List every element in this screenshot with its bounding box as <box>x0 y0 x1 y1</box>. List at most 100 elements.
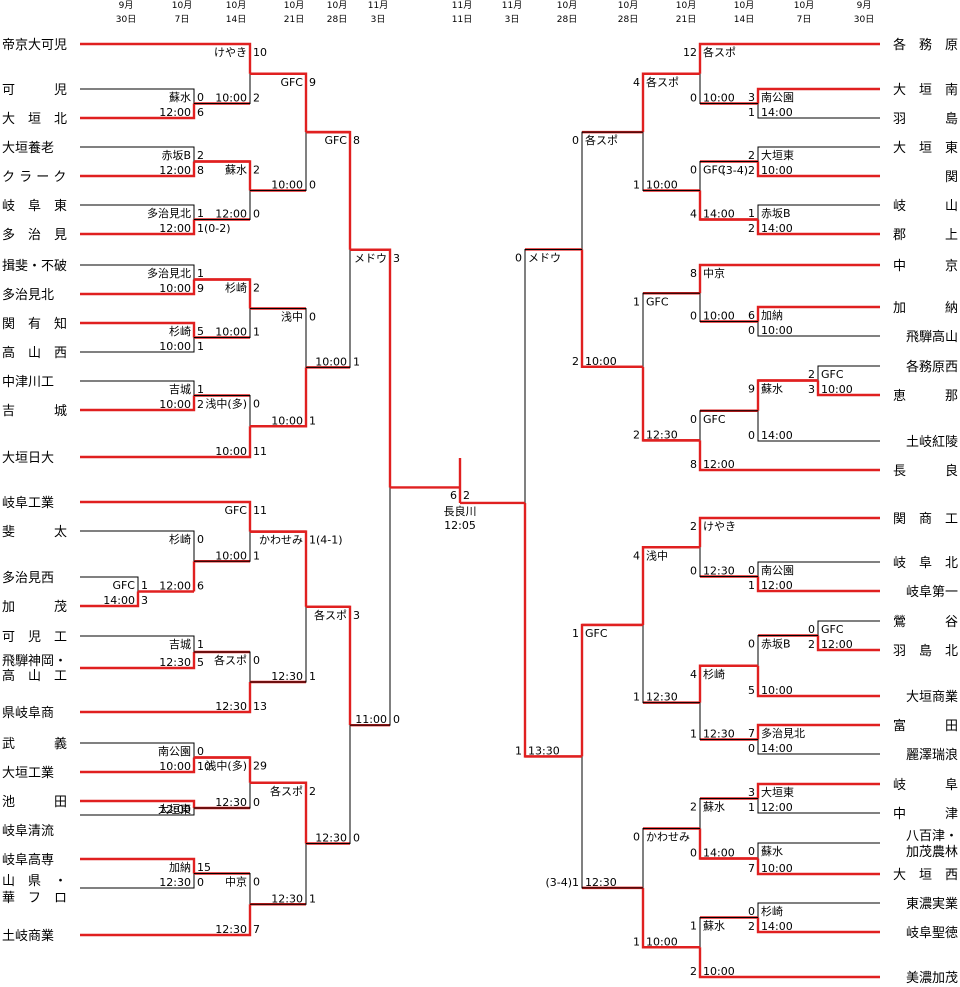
time-R11: 14:00 <box>761 429 793 442</box>
time-L1: 12:00 <box>159 106 191 119</box>
score-L26-bottom: 0 <box>353 832 360 845</box>
left-team-3: 大垣養老 <box>2 140 54 156</box>
left-team-28: 華 フ ロ <box>2 891 67 906</box>
branch-L2-top <box>80 42 252 74</box>
right-team-2: 羽 島 <box>893 112 958 127</box>
score-R20-bottom: 1 <box>633 691 640 704</box>
time-R21: 12:00 <box>761 801 793 814</box>
branch-L27-bottom <box>350 487 391 726</box>
branch-L4-top <box>80 204 195 220</box>
right-team-13: 長 良 <box>893 463 958 479</box>
branch-R14-bottom <box>699 547 758 577</box>
branch-L15-top <box>80 530 195 562</box>
time-L24: 12:30 <box>215 923 247 936</box>
branch-R8-bottom <box>699 293 758 322</box>
branch-R13-bottom <box>641 366 700 442</box>
date-header-right-4-month: 10月 <box>734 0 754 11</box>
date-header-center-0-day: 11日 <box>452 14 472 25</box>
venue-L12: 浅中 <box>281 311 303 324</box>
time-L13: 10:00 <box>315 355 347 368</box>
right-team-14: 関 商 工 <box>893 512 958 527</box>
venue-L3: 赤坂B <box>161 149 191 162</box>
score-R7-bottom: 2 <box>572 355 579 368</box>
left-team-18: 可 児 工 <box>2 630 67 645</box>
left-team-2: 大 垣 北 <box>2 112 67 127</box>
time-R17: 10:00 <box>761 684 793 697</box>
score-R10-top: 2 <box>808 368 815 381</box>
score-L22-bottom: 0 <box>253 796 260 809</box>
branch-R2-bottom <box>757 103 880 119</box>
time-L17: 12:30 <box>159 656 191 669</box>
right-team-24: 八百津・ <box>906 829 958 844</box>
right-team-18: 羽 島 北 <box>893 644 958 659</box>
venue-L14: GFC <box>112 579 135 592</box>
score-L8-top: 5 <box>197 325 204 338</box>
score-L26-top: 3 <box>353 609 360 622</box>
left-team-15: 斐 太 <box>2 525 67 540</box>
score-R26-top: 0 <box>633 831 640 844</box>
date-header-right-5-month: 10月 <box>794 0 814 11</box>
branch-L4-bottom <box>80 219 196 236</box>
venue-R24: 杉崎 <box>761 904 783 918</box>
branch-L19-bottom <box>250 606 307 683</box>
right-team-0: 各 務 原 <box>893 37 958 53</box>
score-L20-top: 0 <box>197 745 204 758</box>
left-team-25: 岐阜清流 <box>2 823 54 839</box>
branch-R4-top <box>757 204 880 220</box>
left-team-29: 土岐商業 <box>2 928 54 944</box>
score-R17-top: 0 <box>748 638 755 651</box>
score-R20-top: 4 <box>633 549 640 562</box>
branch-L14-top <box>80 576 139 592</box>
branch-L13-bottom <box>306 249 351 368</box>
branch-R24-bottom <box>756 917 880 934</box>
score-L11-bottom: 11 <box>253 445 267 458</box>
score-L6-bottom: 0 <box>309 179 316 192</box>
score-R2-top: 3 <box>748 91 755 104</box>
time-R14: 12:30 <box>703 565 735 578</box>
branch-L20-bottom <box>80 757 196 774</box>
right-team-25: 加茂農林 <box>906 845 958 860</box>
score-R10-bottom: 3 <box>808 383 815 396</box>
score-L11-top: 0 <box>253 398 260 411</box>
branch-R22-top <box>699 798 758 829</box>
right-team-1: 大 垣 南 <box>893 82 958 98</box>
score-L12-bottom: 1 <box>309 414 316 427</box>
score-R25-bottom: 2 <box>690 965 697 978</box>
score-R3-bottom: (3-4)2 <box>721 164 755 177</box>
right-team-26: 大 垣 西 <box>893 868 958 883</box>
time-L25: 12:30 <box>271 892 303 905</box>
score-L17-top: 1 <box>197 638 204 651</box>
score-L19-bottom: 1 <box>309 670 316 683</box>
time-R16: 12:00 <box>821 638 853 651</box>
time-R2: 14:00 <box>761 106 793 119</box>
score-L25-bottom: 1 <box>309 892 316 905</box>
branch-R25-top <box>699 917 758 948</box>
score-L16-bottom: 1 <box>253 549 260 562</box>
venue-L19: かわせみ <box>259 534 303 547</box>
venue-R3: 大垣東 <box>761 148 794 162</box>
score-L5-bottom: 0 <box>253 208 260 221</box>
date-header-left-1-day: 7日 <box>175 14 190 25</box>
time-L18: 12:30 <box>215 700 247 713</box>
venue-L22: 浅中(多) <box>205 759 247 773</box>
branch-R20-bottom <box>642 624 700 704</box>
left-team-6: 多 治 見 <box>2 227 67 243</box>
bracket-lines <box>80 42 880 979</box>
branch-R1-top <box>698 42 880 74</box>
venue-R19: 多治見北 <box>761 726 805 740</box>
right-team-12: 土岐紅陵 <box>906 435 958 450</box>
score-L4-top: 1 <box>197 207 204 220</box>
time-R12: 12:00 <box>703 458 735 471</box>
right-team-21: 麗澤瑞浪 <box>906 748 958 763</box>
branch-L12-top <box>250 308 307 368</box>
branch-L23-bottom <box>80 873 195 889</box>
venue-R20: 浅中 <box>646 549 668 562</box>
right-team-16: 岐阜第一 <box>906 584 958 600</box>
left-team-20: 高 山 工 <box>2 668 67 684</box>
time-R28: 12:30 <box>585 876 617 889</box>
branch-R11-bottom <box>757 410 880 442</box>
venue-R9: 加納 <box>761 309 783 322</box>
branch-L24-bottom <box>80 904 252 937</box>
venue-R16: GFC <box>821 623 844 636</box>
branch-R19-bottom <box>757 739 880 755</box>
